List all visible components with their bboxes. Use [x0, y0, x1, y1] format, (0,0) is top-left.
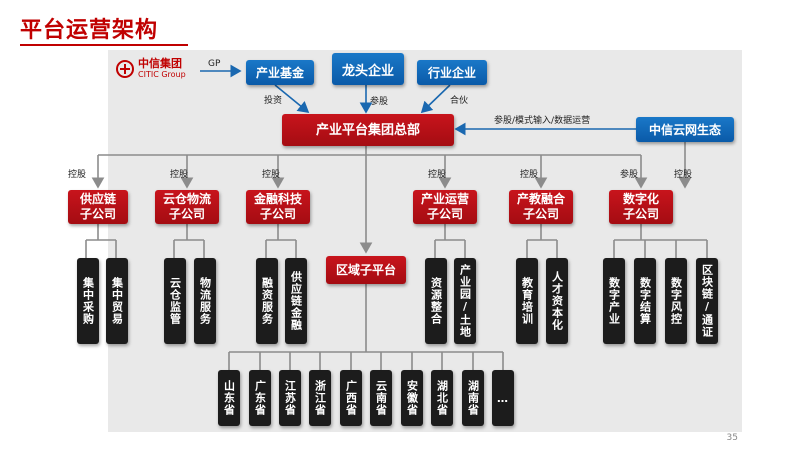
province-zhejiang: 浙江省 [309, 370, 331, 426]
label-gp: GP [208, 59, 221, 69]
province-jiangsu: 江苏省 [279, 370, 301, 426]
subsidiary-industry-ops: 产业运营 子公司 [413, 190, 477, 224]
item-industrial-park-land: 产业园/土地 [454, 258, 476, 344]
label-kong-6: 控股 [674, 170, 693, 180]
subsidiary-supply-chain: 供应链 子公司 [68, 190, 128, 224]
province-guangdong: 广东省 [249, 370, 271, 426]
subsidiary-cloud-logistics: 云仓物流 子公司 [155, 190, 219, 224]
industry-box: 行业企业 [417, 60, 487, 85]
cloud-box: 中信云网生态 [636, 117, 734, 142]
label-share: 参股 [370, 97, 389, 107]
item-digital-risk-control: 数字风控 [665, 258, 687, 344]
item-supply-chain-finance: 供应链金融 [285, 258, 307, 344]
label-cloud-link: 参股/模式输入/数据运营 [494, 116, 591, 126]
item-cloud-warehouse-supervision: 云仓监管 [164, 258, 186, 344]
label-kong-1: 控股 [68, 170, 87, 180]
province-guangxi: 广西省 [340, 370, 362, 426]
item-education-training: 教育培训 [516, 258, 538, 344]
logo-en: CITIC Group [138, 70, 186, 79]
title-underline [20, 44, 188, 46]
province-shandong: 山东省 [218, 370, 240, 426]
province-yunnan: 云南省 [370, 370, 392, 426]
leader-box: 龙头企业 [332, 53, 404, 85]
citic-logo: 中信集团 CITIC Group [116, 58, 186, 80]
hq-box: 产业平台集团总部 [282, 114, 454, 146]
province-anhui: 安徽省 [401, 370, 423, 426]
subsidiary-fintech: 金融科技 子公司 [246, 190, 310, 224]
label-partner: 合伙 [450, 96, 469, 106]
item-logistics-service: 物流服务 [194, 258, 216, 344]
label-kong-2: 控股 [170, 170, 189, 180]
subsidiary-digital: 数字化 子公司 [609, 190, 673, 224]
province-more: … [492, 370, 514, 426]
label-invest: 投资 [264, 96, 283, 106]
label-kong-5: 控股 [520, 170, 539, 180]
diagram-canvas [108, 50, 742, 432]
label-can: 参股 [620, 170, 639, 180]
page-title: 平台运营架构 [20, 18, 159, 43]
item-digital-industry: 数字产业 [603, 258, 625, 344]
invest-arrow [274, 84, 310, 114]
label-kong-4: 控股 [428, 170, 447, 180]
partner-arrow [420, 84, 451, 114]
province-hunan: 湖南省 [462, 370, 484, 426]
regional-platform-box: 区域子平台 [326, 256, 406, 284]
item-digital-settlement: 数字结算 [634, 258, 656, 344]
subsidiary-edu-integration: 产教融合 子公司 [509, 190, 573, 224]
citic-logo-icon [116, 60, 134, 78]
page-number: 35 [726, 433, 738, 443]
logo-cn: 中信集团 [138, 57, 182, 70]
item-centralized-purchasing: 集中采购 [77, 258, 99, 344]
province-hubei: 湖北省 [431, 370, 453, 426]
item-talent-capitalization: 人才资本化 [546, 258, 568, 344]
item-blockchain-token: 区块链/通证 [696, 258, 718, 344]
label-kong-3: 控股 [262, 170, 281, 180]
item-centralized-trade: 集中贸易 [106, 258, 128, 344]
fund-box: 产业基金 [246, 60, 314, 85]
item-financing-service: 融资服务 [256, 258, 278, 344]
item-resource-integration: 资源整合 [425, 258, 447, 344]
